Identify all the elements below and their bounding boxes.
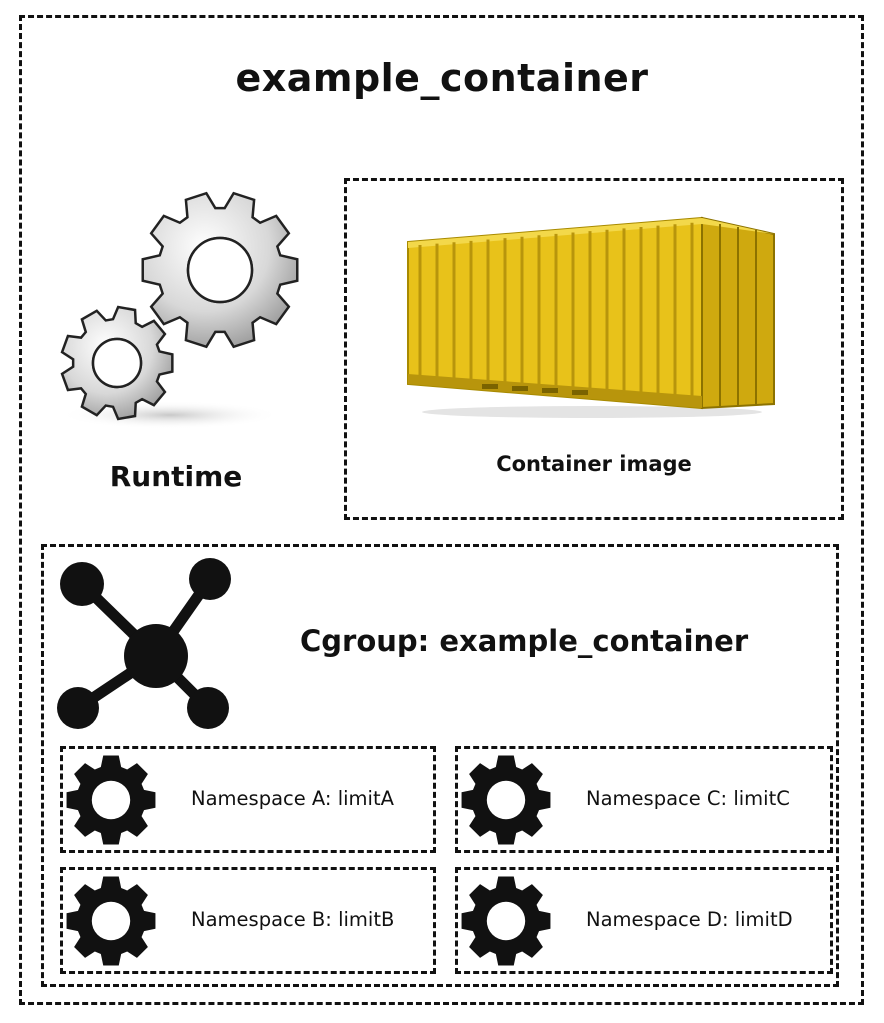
namespace-c-label: Namespace C: limitC: [586, 787, 790, 810]
shipping-container-icon: [407, 216, 775, 418]
gears-icon: [60, 191, 299, 429]
diagram-title: example_container: [235, 56, 649, 100]
namespace-a-label: Namespace A: limitA: [191, 787, 394, 810]
cgroup-box: [41, 544, 839, 987]
namespace-d-label: Namespace D: limitD: [586, 908, 793, 931]
network-hub-icon: [57, 558, 231, 729]
container-image-box: [344, 178, 844, 520]
gear-icon: [461, 755, 551, 845]
cgroup-label: Cgroup: example_container: [300, 624, 749, 658]
namespace-d-box: Namespace D: limitD: [455, 867, 833, 974]
runtime-label: Runtime: [109, 460, 243, 493]
namespace-b-box: Namespace B: limitB: [60, 867, 436, 974]
namespace-c-box: Namespace C: limitC: [455, 746, 833, 853]
example-container-box: [19, 15, 864, 1005]
gear-icon: [66, 876, 156, 966]
namespace-b-label: Namespace B: limitB: [191, 908, 395, 931]
container-image-label: Container image: [496, 452, 692, 476]
gear-icon: [66, 755, 156, 845]
namespace-a-box: Namespace A: limitA: [60, 746, 436, 853]
gear-icon: [461, 876, 551, 966]
